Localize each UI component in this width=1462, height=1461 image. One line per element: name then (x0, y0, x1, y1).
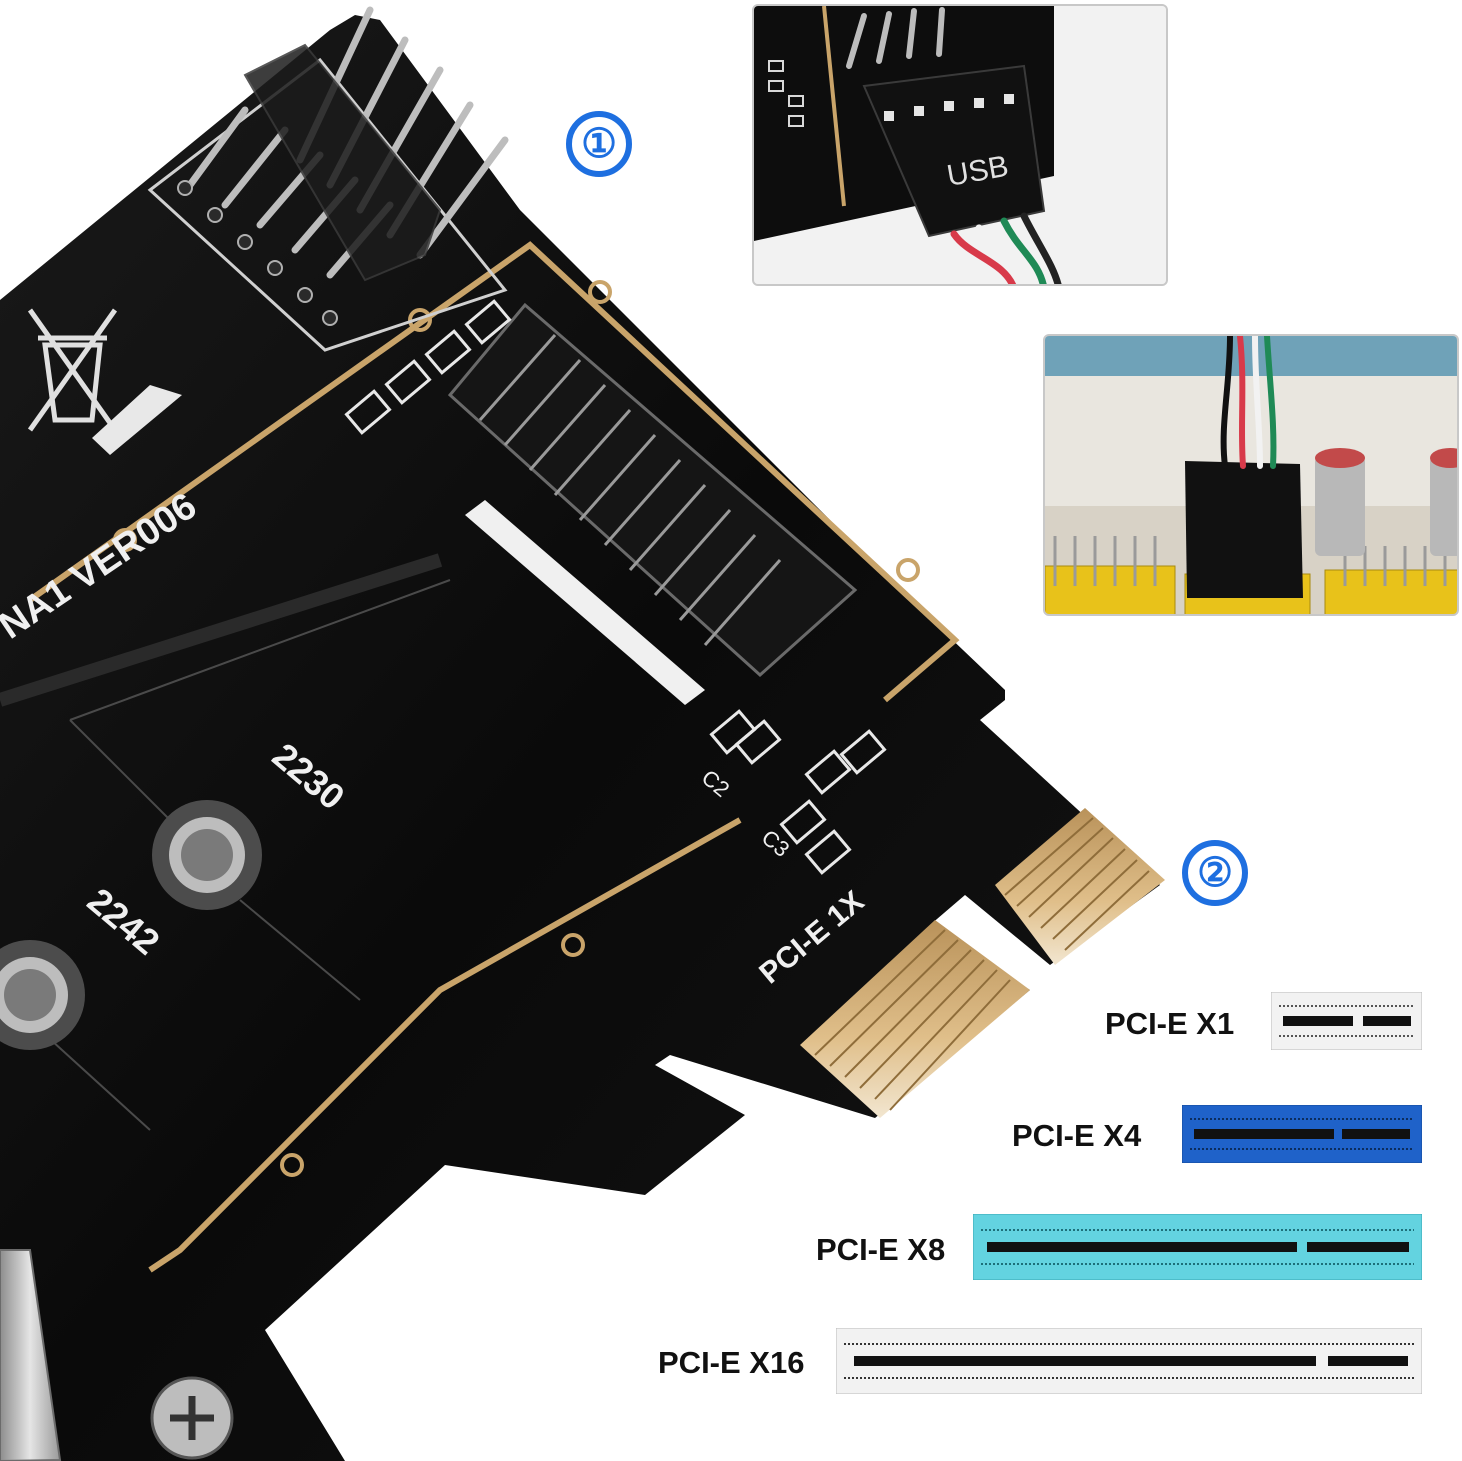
slot-label-x4: PCI-E X4 (1012, 1118, 1142, 1153)
mounting-hole-2242 (0, 940, 85, 1050)
slot-label-x16: PCI-E X16 (658, 1345, 805, 1380)
step-marker-2: ② (1182, 840, 1248, 906)
slot-x1 (1271, 992, 1422, 1050)
motherboard-header-inset (1043, 334, 1459, 616)
usb-header-plug (1185, 461, 1303, 598)
metal-bracket (0, 1249, 62, 1461)
slot-label-x1: PCI-E X1 (1105, 1006, 1235, 1041)
slot-x4 (1182, 1105, 1422, 1163)
mounting-hole-2230 (152, 800, 262, 910)
usb-connector-inset: USB (752, 4, 1168, 286)
slot-label-x8: PCI-E X8 (816, 1232, 946, 1267)
slot-x16 (836, 1328, 1422, 1394)
m2-connector (447, 302, 858, 678)
slot-x8 (973, 1214, 1422, 1280)
step-marker-1: ① (566, 111, 632, 177)
gold-fingers-short (995, 808, 1165, 965)
gold-fingers-long (800, 920, 1030, 1118)
weee-bin-icon (27, 308, 118, 432)
gold-trace (28, 241, 960, 703)
usb-housing (862, 64, 1046, 238)
capacitors (1315, 448, 1457, 556)
